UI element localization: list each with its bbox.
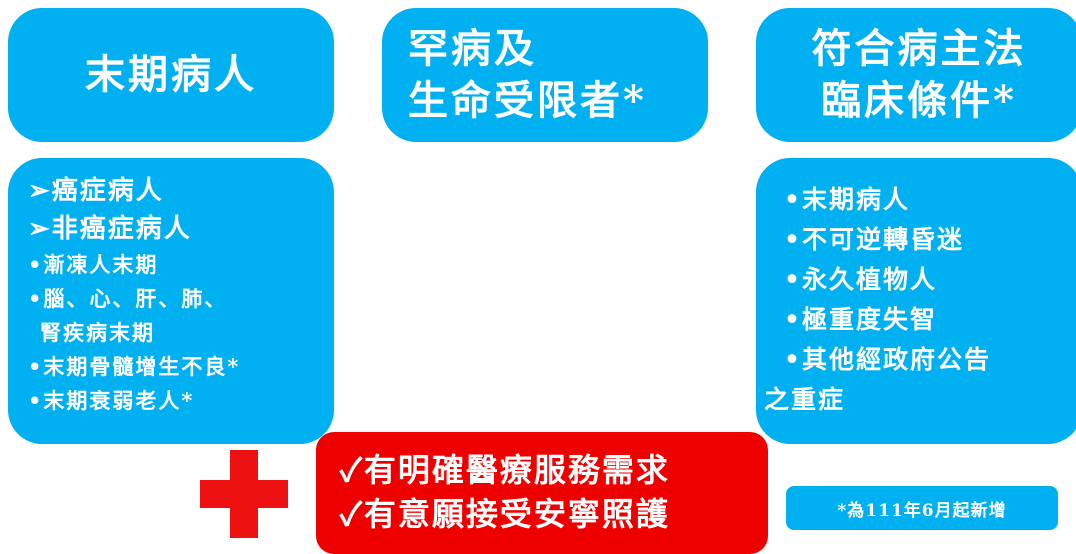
footnote-badge: *為111年6月起新增 (786, 486, 1058, 530)
list-item: •漸凍人末期 (28, 252, 159, 277)
list-item: •其他經政府公告 (784, 345, 991, 374)
list-item: •不可逆轉昏迷 (784, 225, 964, 254)
list-item: •末期病人 (784, 185, 910, 214)
end-stage-conditions-list: ➢癌症病人 ➢非癌症病人 •漸凍人末期 •腦、心、肝、肺、 腎疾病末期 •末期骨… (8, 158, 334, 444)
list-item: 之重症 (764, 385, 846, 414)
list-item-cancer: ➢癌症病人 (28, 176, 164, 206)
list-item: •極重度失智 (784, 305, 937, 334)
patient-autonomy-law-box: 符合病主法 臨床條件* (756, 8, 1076, 142)
requirement-willingness: ✓有意願接受安寧照護 (340, 495, 670, 533)
list-item: •末期衰弱老人* (28, 388, 195, 413)
law-title-line2: 臨床條件* (821, 77, 1017, 124)
end-stage-patients-box: 末期病人 (8, 8, 334, 142)
footnote-text: *為111年6月起新增 (837, 500, 1007, 521)
requirement-medical-need: ✓有明確醫療服務需求 (340, 451, 670, 489)
list-item: •永久植物人 (784, 265, 937, 294)
end-stage-title: 末期病人 (85, 51, 257, 98)
list-item: •末期骨髓增生不良* (28, 354, 241, 379)
law-title-line1: 符合病主法 (811, 25, 1027, 72)
red-cross-icon (200, 450, 288, 538)
rare-title-line2: 生命受限者* (408, 77, 647, 124)
law-conditions-list: •末期病人 •不可逆轉昏迷 •永久植物人 •極重度失智 •其他經政府公告 之重症 (756, 158, 1076, 444)
rare-disease-box: 罕病及 生命受限者* (382, 8, 708, 142)
list-item: •腦、心、肝、肺、 (28, 286, 228, 311)
list-item-non-cancer: ➢非癌症病人 (28, 214, 192, 244)
list-item: 腎疾病末期 (40, 320, 155, 345)
requirements-box: ✓有明確醫療服務需求 ✓有意願接受安寧照護 (316, 432, 768, 554)
rare-title-line1: 罕病及 (408, 25, 537, 72)
